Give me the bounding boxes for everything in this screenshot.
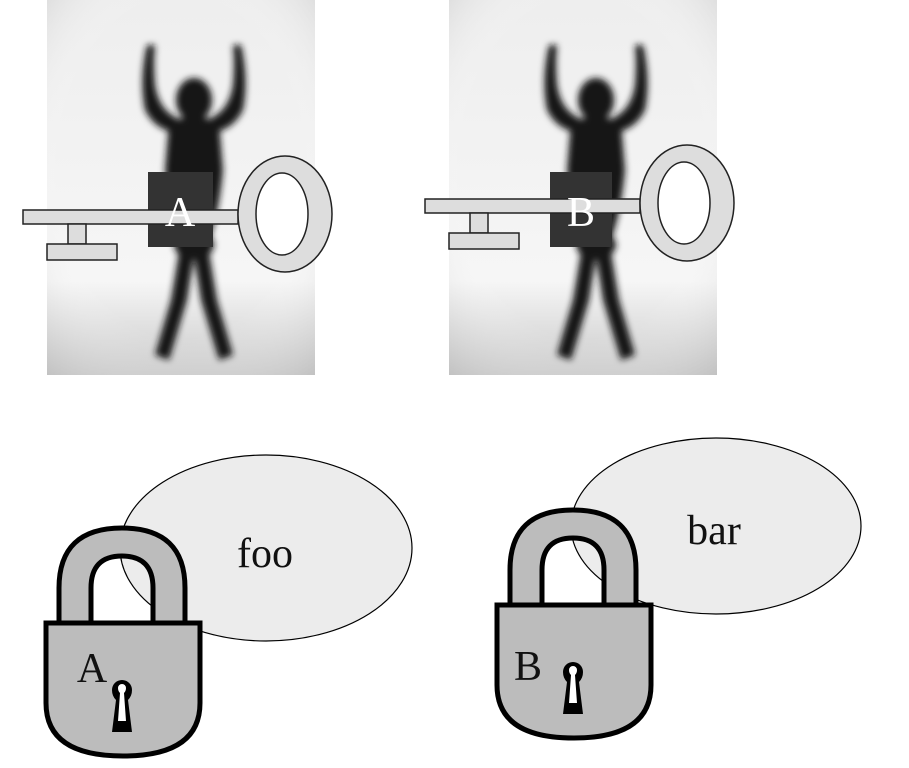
padlock-b <box>497 510 651 738</box>
lock-letter-b: B <box>514 644 542 690</box>
key-letter-b: B <box>567 190 595 236</box>
padlock-a <box>46 528 200 756</box>
lock-letter-a: A <box>77 646 108 692</box>
bubble-text-foo: foo <box>237 531 293 577</box>
key-letter-a: A <box>165 190 196 236</box>
bubble-text-bar: bar <box>687 508 741 554</box>
